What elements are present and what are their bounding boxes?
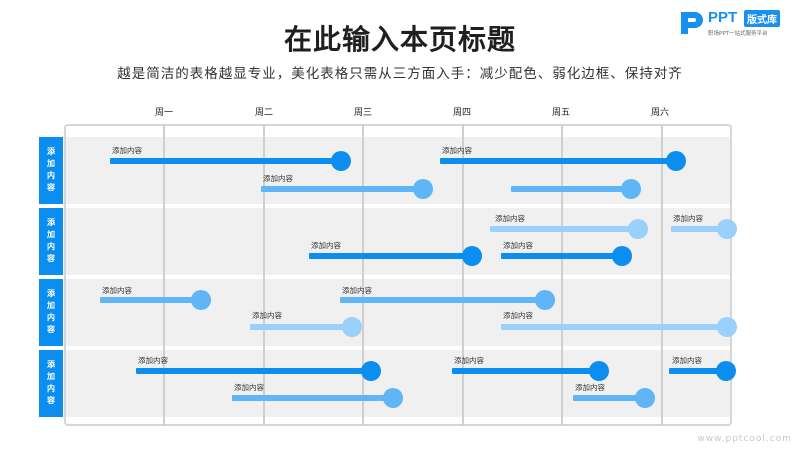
bar-label: 添加内容: [311, 241, 341, 250]
timeline-bar-handle[interactable]: [191, 290, 211, 310]
timeline-bar-handle[interactable]: [717, 219, 737, 239]
timeline-bar-handle[interactable]: [621, 179, 641, 199]
watermark: www.pptcool.com: [697, 434, 792, 444]
bar-label: 添加内容: [503, 311, 533, 320]
timeline-bar[interactable]: [340, 297, 545, 303]
timeline-bar[interactable]: [261, 186, 423, 192]
logo-brand-text: PPT: [708, 9, 738, 26]
timeline-bar-handle[interactable]: [462, 246, 482, 266]
timeline-bar-handle[interactable]: [635, 388, 655, 408]
page-title: 在此输入本页标题: [283, 23, 516, 56]
bar-label: 添加内容: [442, 146, 472, 155]
timeline-bar[interactable]: [501, 324, 727, 330]
bar-label: 添加内容: [503, 241, 533, 250]
bar-label: 添加内容: [673, 214, 703, 223]
column-header-thu: 周四: [452, 108, 471, 118]
timeline-bar[interactable]: [669, 368, 727, 374]
bar-label: 添加内容: [575, 383, 605, 392]
timeline-bar[interactable]: [440, 158, 676, 164]
row-label-4: 添加内容: [39, 350, 63, 417]
timeline-bar-handle[interactable]: [717, 317, 737, 337]
timeline-bar-handle[interactable]: [361, 361, 381, 381]
timeline-bar-handle[interactable]: [342, 317, 362, 337]
bar-label: 添加内容: [672, 356, 702, 365]
table-row-1: [66, 137, 730, 204]
bar-label: 添加内容: [454, 356, 484, 365]
bar-label: 添加内容: [495, 214, 525, 223]
brand-logo[interactable]: PPT 版式库 职场PPT一站式服务平台: [678, 8, 796, 38]
timeline-bar-handle[interactable]: [589, 361, 609, 381]
timeline-bar-handle[interactable]: [612, 246, 632, 266]
bar-label: 添加内容: [112, 146, 142, 155]
grid-line-mon: [163, 124, 165, 426]
timeline-bar-handle[interactable]: [628, 219, 648, 239]
timeline-bar[interactable]: [452, 368, 598, 374]
table-frame: [64, 124, 732, 426]
row-label-1: 添加内容: [39, 137, 63, 204]
row-label-3: 添加内容: [39, 279, 63, 346]
bar-label: 添加内容: [234, 383, 264, 392]
timeline-bar[interactable]: [110, 158, 340, 164]
logo-badge: 版式库: [744, 10, 780, 27]
ppt-logo-icon: [681, 12, 703, 34]
page-subtitle: 越是简洁的表格越显专业，美化表格只需从三方面入手：减少配色、弱化边框、保持对齐: [117, 66, 683, 82]
bar-label: 添加内容: [138, 356, 168, 365]
grid-line-thu: [462, 124, 464, 426]
timeline-bar[interactable]: [511, 186, 631, 192]
timeline-bar-handle[interactable]: [666, 151, 686, 171]
grid-line-wed: [362, 124, 364, 426]
timeline-bar[interactable]: [490, 226, 638, 232]
timeline-bar[interactable]: [100, 297, 200, 303]
timeline-bar[interactable]: [671, 226, 727, 232]
timeline-bar[interactable]: [573, 395, 645, 401]
column-header-fri: 周五: [551, 108, 570, 118]
table-row-3: [66, 279, 730, 346]
timeline-bar[interactable]: [501, 253, 621, 259]
grid-line-fri: [561, 124, 563, 426]
bar-label: 添加内容: [342, 286, 372, 295]
timeline-bar[interactable]: [136, 368, 370, 374]
logo-tagline: 职场PPT一站式服务平台: [708, 31, 768, 37]
timeline-bar-handle[interactable]: [716, 361, 736, 381]
grid-line-sat: [661, 124, 663, 426]
bar-label: 添加内容: [102, 286, 132, 295]
timeline-bar-handle[interactable]: [383, 388, 403, 408]
column-header-sat: 周六: [650, 108, 669, 118]
grid-line-tue: [263, 124, 265, 426]
bar-label: 添加内容: [263, 174, 293, 183]
column-header-mon: 周一: [154, 108, 173, 118]
timeline-bar-handle[interactable]: [331, 151, 351, 171]
bar-label: 添加内容: [252, 311, 282, 320]
column-header-wed: 周三: [353, 108, 372, 118]
timeline-bar[interactable]: [250, 324, 352, 330]
timeline-bar[interactable]: [232, 395, 392, 401]
row-label-2: 添加内容: [39, 208, 63, 275]
timeline-bar[interactable]: [309, 253, 471, 259]
timeline-bar-handle[interactable]: [535, 290, 555, 310]
timeline-bar-handle[interactable]: [413, 179, 433, 199]
column-header-tue: 周二: [254, 108, 273, 118]
